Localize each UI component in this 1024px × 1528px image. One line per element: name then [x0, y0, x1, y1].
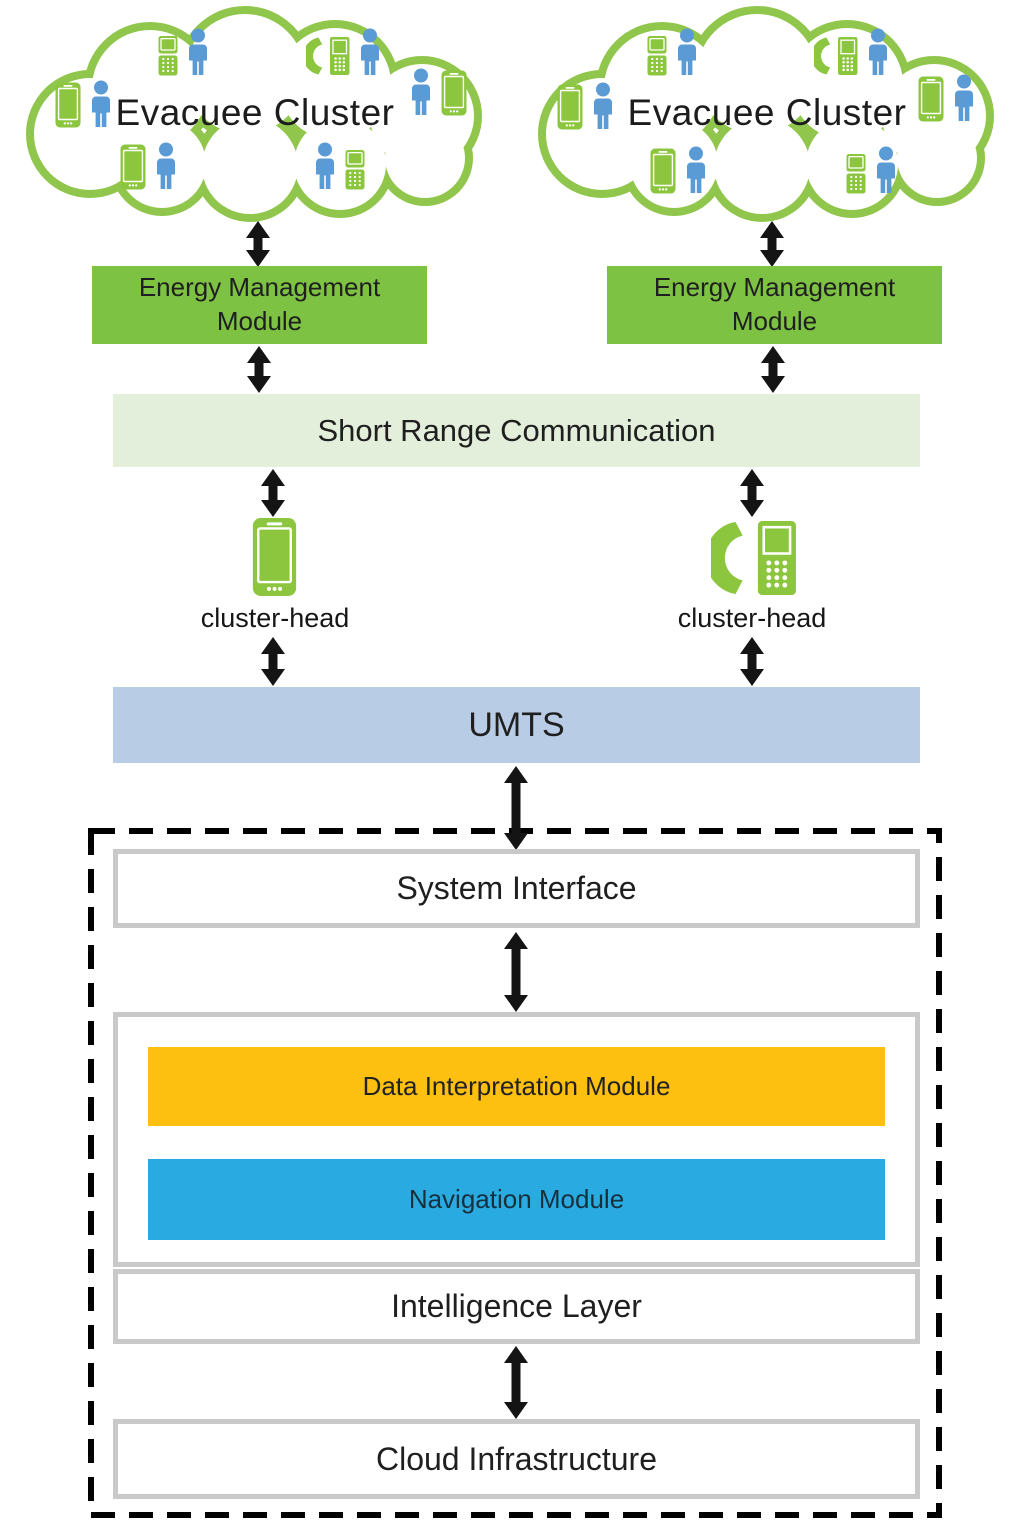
handset-phone-icon [814, 36, 858, 76]
feature-phone-icon [647, 36, 667, 76]
double-arrow [740, 469, 764, 517]
double-arrow [247, 346, 271, 393]
double-arrow [761, 346, 785, 393]
person-icon [157, 142, 175, 189]
feature-phone-icon [846, 154, 866, 194]
energy-management-module-1: Energy Management Module [92, 266, 427, 344]
system-interface-box: System Interface [113, 849, 920, 928]
short-range-communication-bar: Short Range Communication [113, 394, 920, 467]
cluster-head-handset-phone-icon [711, 519, 797, 597]
double-arrow [504, 766, 528, 850]
double-arrow [760, 221, 784, 267]
smartphone-icon [120, 144, 146, 190]
umts-bar: UMTS [113, 687, 920, 763]
energy-management-label: Energy Management Module [138, 272, 381, 336]
data-interpretation-module-label: Data Interpretation Module [362, 1071, 671, 1101]
cluster-head-label-1: cluster-head [200, 603, 350, 633]
handset-phone-icon [306, 36, 350, 76]
evacuee-group [814, 28, 891, 76]
cloud-infrastructure-label: Cloud Infrastructure [375, 1440, 657, 1477]
evacuee-group [650, 146, 709, 194]
person-icon [316, 142, 334, 189]
smartphone-icon [650, 148, 676, 194]
evacuee-cluster-2: Evacuee Cluster [522, 6, 1012, 224]
evacuee-group [312, 142, 365, 190]
evacuee-group [306, 28, 383, 76]
cloud-label: Evacuee Cluster [627, 92, 907, 133]
double-arrow [261, 469, 285, 517]
person-icon [687, 146, 705, 193]
double-arrow [504, 932, 528, 1012]
person-icon [869, 28, 887, 75]
intelligence-layer-box: Intelligence Layer [113, 1269, 920, 1344]
feature-phone-icon [158, 36, 178, 76]
short-range-communication-label: Short Range Communication [317, 412, 716, 448]
energy-management-module-2: Energy Management Module [607, 266, 942, 344]
person-icon [678, 28, 696, 75]
person-icon [877, 146, 895, 193]
evacuee-cluster-1: Evacuee Cluster [10, 6, 500, 224]
evacuee-group [846, 146, 899, 194]
cluster-head-smartphone-icon [252, 517, 297, 597]
evacuee-group [647, 28, 700, 76]
system-interface-label: System Interface [396, 870, 637, 906]
person-icon [361, 28, 379, 75]
intelligence-layer-label: Intelligence Layer [391, 1288, 642, 1324]
evacuee-group [158, 28, 211, 76]
person-icon [189, 28, 207, 75]
feature-phone-icon [345, 150, 365, 190]
evacuee-group [120, 142, 179, 190]
data-interpretation-module-bar: Data Interpretation Module [148, 1047, 885, 1126]
cluster-head-label-2: cluster-head [677, 603, 827, 633]
navigation-module-label: Navigation Module [408, 1184, 625, 1214]
navigation-module-bar: Navigation Module [148, 1159, 885, 1240]
cloud-label: Evacuee Cluster [115, 92, 395, 133]
double-arrow [246, 221, 270, 267]
double-arrow [261, 637, 285, 686]
double-arrow [504, 1346, 528, 1419]
energy-management-label: Energy Management Module [653, 272, 896, 336]
umts-label: UMTS [468, 705, 565, 744]
double-arrow [740, 637, 764, 686]
cloud-infrastructure-box: Cloud Infrastructure [113, 1419, 920, 1499]
